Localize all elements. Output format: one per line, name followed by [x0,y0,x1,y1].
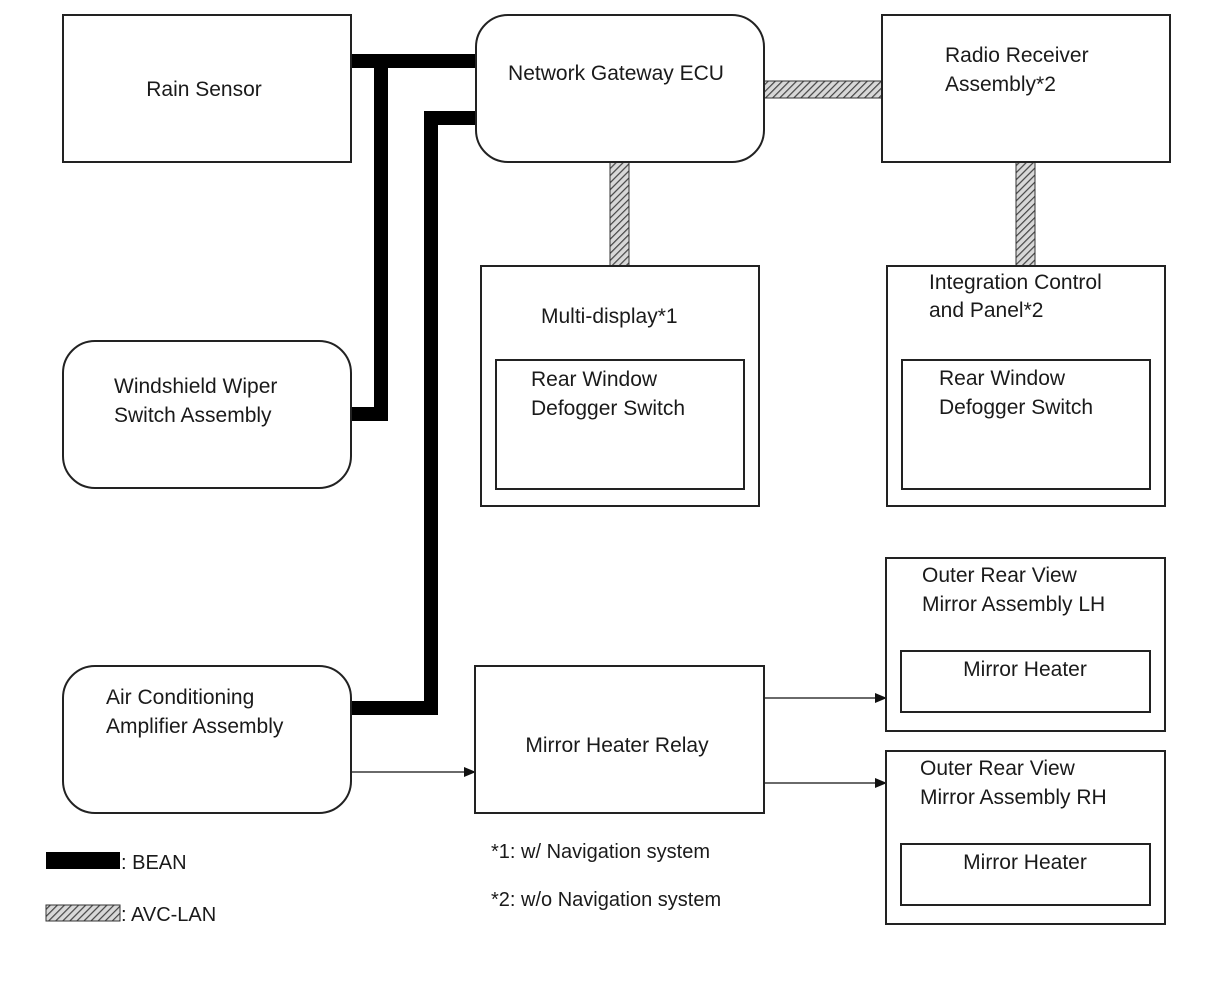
signal-arrows [351,693,887,788]
network-gateway-label: Network Gateway ECU [508,62,724,85]
mirror-rh-heater [900,843,1151,906]
avc-link-gateway-radio [763,80,883,99]
mirror-rh-node: Outer Rear View Mirror Assembly RH Mirro… [885,750,1166,925]
wiper-switch-line-1: Windshield Wiper [114,375,277,398]
wiper-switch-node: Windshield Wiper Switch Assembly [62,340,352,489]
mirror-lh-heater [900,650,1151,713]
multi-display-switch-line-1: Rear Window [531,368,658,391]
radio-receiver-line-2: Assembly*2 [945,73,1056,96]
rain-sensor-label: Rain Sensor [146,78,262,101]
avc-link-radio-integration [1015,161,1036,267]
legend-bean-label: : BEAN [121,852,187,874]
mirror-heater-relay-label: Mirror Heater Relay [525,734,709,757]
mirror-rh-line-2: Mirror Assembly RH [920,786,1107,809]
avc-lan-bus [609,80,1036,267]
wiper-switch-label: Windshield Wiper Switch Assembly [114,375,283,427]
integration-switch-line-1: Rear Window [939,367,1066,390]
integration-panel-label: Integration Control and Panel*2 [929,271,1108,322]
ac-amplifier-label: Air Conditioning Amplifier Assembly [106,686,284,738]
integration-panel-line-2: and Panel*2 [929,299,1043,322]
integration-panel-line-1: Integration Control [929,271,1102,294]
multi-display-node: Multi-display*1 Rear Window Defogger Swi… [480,265,760,507]
footnote-2: *2: w/o Navigation system [491,889,721,911]
footnote-1: *1: w/ Navigation system [491,841,710,863]
multi-display-switch-label: Rear Window Defogger Switch [531,368,685,420]
mirror-lh-label: Outer Rear View Mirror Assembly LH [922,564,1105,616]
integration-switch-label: Rear Window Defogger Switch [939,367,1093,419]
wiper-switch-line-2: Switch Assembly [114,404,272,427]
bean-bus [351,54,476,715]
mirror-lh-node: Outer Rear View Mirror Assembly LH Mirro… [885,557,1166,732]
legend-bean-swatch [46,852,120,869]
multi-display-label: Multi-display*1 [541,305,678,328]
mirror-lh-heater-label: Mirror Heater [963,658,1087,681]
bean-link-wiper-switch [351,61,388,421]
legend-avc-lan-swatch [45,904,121,922]
radio-receiver-label: Radio Receiver Assembly*2 [945,44,1094,96]
ac-amplifier-node: Air Conditioning Amplifier Assembly [62,665,352,814]
mirror-heater-relay-node: Mirror Heater Relay [474,665,765,814]
mirror-rh-line-1: Outer Rear View [920,757,1076,780]
network-gateway-node: Network Gateway ECU [475,14,765,163]
radio-receiver-node: Radio Receiver Assembly*2 [881,14,1171,163]
radio-receiver-line-1: Radio Receiver [945,44,1089,67]
ac-amplifier-line-2: Amplifier Assembly [106,715,284,738]
mirror-rh-heater-label: Mirror Heater [963,851,1087,874]
rain-sensor-node: Rain Sensor [62,14,352,163]
mirror-lh-line-2: Mirror Assembly LH [922,593,1105,616]
integration-switch-line-2: Defogger Switch [939,396,1093,419]
ac-amplifier-line-1: Air Conditioning [106,686,254,709]
mirror-rh-label: Outer Rear View Mirror Assembly RH [920,757,1107,809]
mirror-lh-line-1: Outer Rear View [922,564,1078,587]
integration-defogger-switch [901,359,1151,490]
integration-panel-node: Integration Control and Panel*2 Rear Win… [886,265,1166,507]
legend-avc-lan-label: : AVC-LAN [121,904,216,926]
multi-display-defogger-switch [495,359,745,490]
avc-link-gateway-multidisplay [609,161,630,267]
multi-display-switch-line-2: Defogger Switch [531,397,685,420]
footnotes: *1: w/ Navigation system *2: w/o Navigat… [491,841,721,911]
legend: : BEAN : AVC-LAN [45,852,216,926]
bean-link-ac-amplifier [351,111,476,715]
